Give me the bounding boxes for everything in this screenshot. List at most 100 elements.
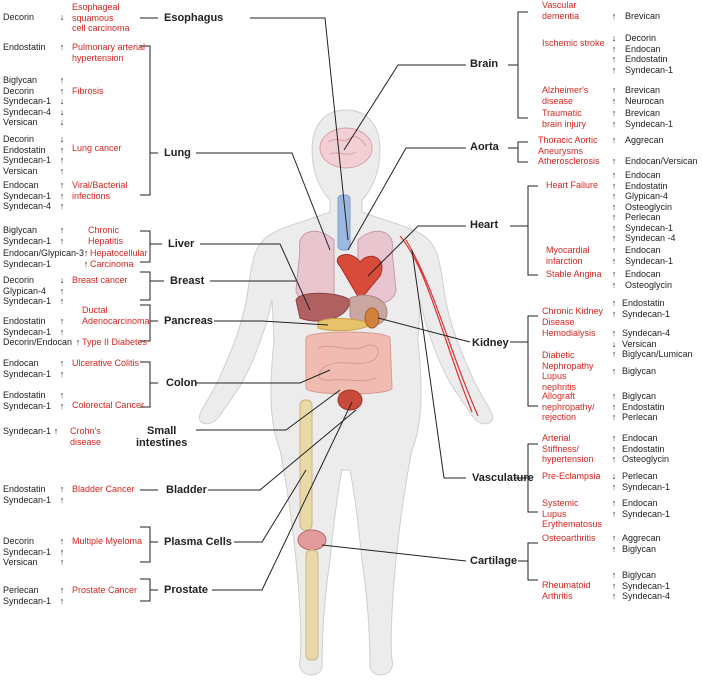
organ-prostate: Prostate bbox=[164, 584, 209, 596]
kidney-hemodialysis-arrows: ↑ ↓ ↑ bbox=[611, 328, 617, 359]
prostate-molecules: Perlecan Syndecan-1 bbox=[3, 585, 52, 606]
kidney-lupus-disease: Lupus nephritis bbox=[542, 371, 577, 392]
organ-breast: Breast bbox=[170, 275, 205, 287]
organ-heart: Heart bbox=[470, 219, 499, 231]
pancreas-diabetes-disease: Type II Diabetes bbox=[82, 337, 148, 347]
kidney-allograft-molecules: Biglycan Endostatin Perlecan bbox=[622, 391, 665, 422]
breast-disease: Breast cancer bbox=[72, 275, 128, 285]
aorta-athero-molecules: Endocan/Versican bbox=[625, 156, 698, 166]
brain-tbi-disease: Traumatic brain injury bbox=[542, 108, 587, 129]
bladder-disease: Bladder Cancer bbox=[72, 484, 135, 494]
brain-alzheimer-disease: Alzheimer's disease bbox=[542, 85, 589, 106]
colon-cancer-arrows: ↑ ↑ bbox=[59, 390, 65, 411]
arm-vessels bbox=[399, 235, 479, 417]
lung-hypertension-disease: Pulmonary arterial hypertension bbox=[72, 42, 146, 63]
colon-colitis-arrows: ↑ ↑ bbox=[59, 358, 65, 379]
lung-hypertension-arrows: ↑ bbox=[59, 42, 65, 52]
organ-cartilage: Cartilage bbox=[470, 555, 518, 567]
brain-vascular-arrows: ↑ bbox=[611, 11, 617, 21]
bladder-arrows: ↑ ↑ bbox=[59, 484, 65, 505]
organ-kidney: Kidney bbox=[472, 337, 509, 349]
organ-aorta: Aorta bbox=[470, 141, 499, 153]
small-intestine-disease: Crohn's disease bbox=[70, 426, 102, 447]
kidney-ckd-molecules: Endostatin Syndecan-1 bbox=[622, 298, 671, 319]
organ-small-intestines: Small intestines bbox=[136, 425, 188, 449]
aorta-aneurysm-arrows: ↑ bbox=[611, 135, 617, 145]
organ-esophagus: Esophagus bbox=[164, 12, 224, 24]
kidney-allograft-arrows: ↑ ↑ ↑ bbox=[611, 391, 617, 422]
cart-ra-disease: Rheumatoid Arthritis bbox=[542, 580, 591, 601]
heart-failure-disease: Heart Failure bbox=[546, 180, 599, 190]
brain-vascular-disease: Vascular dementia bbox=[542, 0, 580, 21]
colon-cancer-molecules: Endostatin Syndecan-1 bbox=[3, 390, 52, 411]
cart-oa-molecules: Aggrecan Biglycan bbox=[622, 533, 661, 554]
liver-carcinoma-arrows: ↑ ↑ bbox=[83, 248, 89, 269]
esophagus-disease: Esophageal squamous cell carcinoma bbox=[72, 2, 130, 33]
kidney-diabetic-disease: Diabetic Nephropathy bbox=[542, 350, 594, 371]
kidney-shape bbox=[364, 307, 380, 329]
brain-tbi-arrows: ↑ ↑ bbox=[611, 108, 617, 129]
colon-cancer-disease: Colorectal Cancer bbox=[72, 400, 145, 410]
cart-ra-molecules: Biglycan Syndecan-1 Syndecan-4 bbox=[622, 570, 671, 601]
vasc-preeclampsia-molecules: Perlecan Syndecan-1 bbox=[622, 471, 671, 492]
pancreas-diabetes-molecules: Decorin/Endocan bbox=[3, 337, 73, 347]
lung-infection-molecules: Endocan Syndecan-1 Syndecan-4 bbox=[3, 180, 52, 211]
pancreas-adeno-arrows: ↑ ↑ bbox=[59, 316, 65, 337]
cart-ra-arrows: ↑ ↑ ↑ bbox=[611, 570, 617, 601]
brain-vascular-molecules: Brevican bbox=[625, 11, 661, 21]
liver-hepatitis-disease: Chronic Hepatitis bbox=[88, 225, 124, 246]
organ-brain: Brain bbox=[470, 58, 499, 70]
organ-pancreas: Pancreas bbox=[164, 315, 213, 327]
brain-tbi-molecules: Brevican Syndecan-1 bbox=[625, 108, 674, 129]
vasc-stiffness-disease: Arterial Stiffness/ hypertension bbox=[542, 433, 594, 464]
prostate-disease: Prostate Cancer bbox=[72, 585, 138, 595]
organ-liver: Liver bbox=[168, 238, 195, 250]
cart-oa-arrows: ↑ ↑ bbox=[611, 533, 617, 554]
breast-arrows: ↓ ↑ ↑ bbox=[59, 275, 65, 306]
lung-hypertension-molecules: Endostatin bbox=[3, 42, 46, 52]
vasc-stiffness-molecules: Endocan Endostatin Osteoglycin bbox=[622, 433, 670, 464]
connector-lines bbox=[140, 11, 538, 602]
bladder-molecules: Endostatin Syndecan-1 bbox=[3, 484, 52, 505]
aorta-aneurysm-disease: Thoracic Aortic Aneurysms bbox=[538, 135, 598, 156]
heart-mi-arrows: ↑ ↑ bbox=[611, 245, 617, 266]
brain-shape bbox=[319, 127, 373, 169]
kidney-lupus-arrows: ↑ bbox=[611, 366, 617, 376]
liver-carcinoma-disease: Hepatocellular Carcinoma bbox=[90, 248, 148, 269]
lung-infection-disease: Viral/Bacterial infections bbox=[72, 180, 128, 201]
lung-cancer-arrows: ↓ ↑ ↑ ↑ bbox=[59, 134, 65, 176]
plasma-disease: Multiple Myeloma bbox=[72, 536, 143, 546]
plasma-arrows: ↑ ↑ ↑ bbox=[59, 536, 65, 567]
heart-shape bbox=[337, 253, 383, 301]
brain-alzheimer-arrows: ↑ ↑ bbox=[611, 85, 617, 106]
cart-oa-disease: Osteoarthritis bbox=[542, 533, 596, 543]
lung-fibrosis-molecules: Biglycan Decorin Syndecan-1 Syndecan-4 V… bbox=[3, 75, 52, 127]
heart-mi-disease: Myocardial infarction bbox=[546, 245, 590, 266]
colon-colitis-molecules: Endocan Syndecan-1 bbox=[3, 358, 52, 379]
femur-shape bbox=[299, 399, 313, 531]
colon-colitis-disease: Ulcerative Colitis bbox=[72, 358, 140, 368]
breast-molecules: Decorin Glypican-4 Syndecan-1 bbox=[3, 275, 52, 306]
liver-carcinoma-molecules: Endocan/Glypican-3 Syndecan-1 bbox=[3, 248, 85, 269]
aorta-athero-arrows: ↑ bbox=[611, 156, 617, 166]
prostate-arrows: ↑ ↑ bbox=[59, 585, 65, 606]
heart-failure-molecules: Endocan Endostatin Glypican-4 Osteoglyci… bbox=[625, 170, 676, 243]
liver-hepatitis-arrows: ↑ ↑ bbox=[59, 225, 65, 246]
bladder-shape bbox=[337, 389, 363, 411]
lung-fibrosis-disease: Fibrosis bbox=[72, 86, 104, 96]
heart-angina-molecules: Endocan Osteoglycin bbox=[625, 269, 673, 290]
aorta-athero-disease: Atherosclerosis bbox=[538, 156, 600, 166]
kidney-ckd-arrows: ↑ ↑ bbox=[611, 298, 617, 319]
liver-hepatitis-molecules: Biglycan Syndecan-1 bbox=[3, 225, 52, 246]
vasc-stiffness-arrows: ↑ ↑ ↑ bbox=[611, 433, 617, 464]
lung-fibrosis-arrows: ↑ ↑ ↓ ↓ ↓ bbox=[59, 75, 65, 127]
organ-plasma-cells: Plasma Cells bbox=[164, 536, 232, 548]
kidney-lupus-molecules: Biglycan bbox=[622, 366, 657, 376]
plasma-molecules: Decorin Syndecan-1 Versican bbox=[3, 536, 52, 567]
vasc-lupus-molecules: Endocan Syndecan-1 bbox=[622, 498, 671, 519]
trachea-shape bbox=[337, 194, 351, 251]
pancreas-adeno-molecules: Endostatin Syndecan-1 bbox=[3, 316, 52, 337]
knee-cartilage-shape bbox=[297, 529, 327, 551]
kidney-allograft-disease: Allograft nephropathy/ rejection bbox=[542, 391, 595, 422]
